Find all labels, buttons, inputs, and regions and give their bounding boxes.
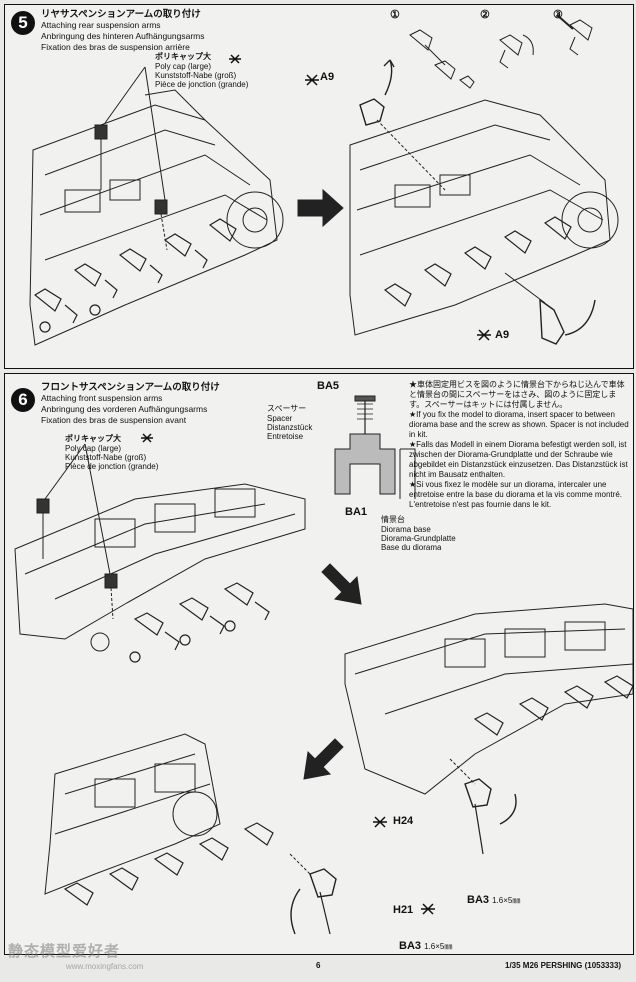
ba3-right-size: 1.6×5㎜ — [492, 896, 521, 905]
base-label-de: Diorama-Grundplatte — [381, 534, 456, 543]
step-title: リヤサスペンションアームの取り付け Attaching rear suspens… — [41, 9, 205, 53]
spacer-label-fr: Entretoise — [267, 432, 304, 441]
watermark-url: www.moxingfans.com — [66, 962, 144, 971]
cutter-icon — [305, 74, 319, 86]
note-en: ★If you fix the model to diorama, insert… — [409, 410, 629, 439]
title-de: Anbringung des vorderen Aufhängungsarms — [41, 404, 208, 414]
step-number: 5 — [11, 11, 35, 35]
arrow-diagonal-icon — [321, 563, 362, 605]
arrow-right-icon — [297, 188, 344, 228]
step-6-panel: 6 フロントサスペンションアームの取り付け Attaching front su… — [4, 373, 634, 955]
part-label-a9-top: A9 — [320, 71, 335, 83]
watermark-site: 静态模型爱好者 — [8, 943, 121, 960]
substep-1: ① — [390, 9, 400, 21]
part-label-h24: H24 — [393, 815, 414, 827]
title-fr: Fixation des bras de suspension arrière — [41, 42, 190, 52]
title-en: Attaching rear suspension arms — [41, 20, 161, 30]
polycap-label-fr: Pièce de jonction (grande) — [65, 462, 159, 471]
part-label-h21: H21 — [393, 904, 414, 916]
polycap-label-de: Kunststoff-Nabe (groß) — [155, 71, 237, 80]
part-label-ba1: BA1 — [345, 506, 368, 518]
diorama-note: ★車体固定用ビスを図のように情景台下からねじ込んで車体と情景台の間にスペーサーを… — [409, 380, 629, 510]
cutter-icon — [477, 329, 491, 341]
substep-2: ② — [480, 9, 490, 21]
title-jp: フロントサスペンションアームの取り付け — [41, 382, 220, 393]
cutter-icon — [229, 54, 241, 64]
title-jp: リヤサスペンションアームの取り付け — [41, 9, 201, 20]
part-label-ba5: BA5 — [317, 380, 340, 392]
step-title: フロントサスペンションアームの取り付け Attaching front susp… — [41, 382, 220, 426]
polycap-label-de: Kunststoff-Nabe (groß) — [65, 453, 147, 462]
product-code: 1/35 M26 PERSHING (1053333) — [505, 961, 622, 970]
base-label-jp: 情景台 — [381, 515, 405, 524]
cutter-icon — [421, 903, 435, 915]
cutter-icon — [373, 816, 387, 828]
base-label-en: Diorama base — [381, 525, 431, 534]
title-de: Anbringung des hinteren Aufhängungsarms — [41, 31, 205, 41]
substep-3: ③ — [553, 9, 563, 21]
step-6-illustration — [14, 395, 633, 935]
note-fr: ★Si vous fixez le modèle sur un diorama,… — [409, 480, 622, 509]
part-label-ba3-bottom: BA3 1.6×5㎜ — [399, 940, 452, 952]
cutter-icon — [141, 433, 153, 443]
ba3-bottom-name: BA3 — [399, 940, 422, 952]
arrow-diagonal-icon — [303, 738, 344, 780]
title-en: Attaching front suspension arms — [41, 393, 163, 403]
part-label-a9-bottom: A9 — [495, 329, 510, 341]
polycap-label-fr: Pièce de jonction (grande) — [155, 80, 249, 89]
step-5-illustration — [29, 14, 619, 346]
spacer-label-jp: スペーサー — [267, 404, 307, 413]
polycap-label-jp: ポリキャップ大 — [65, 434, 121, 443]
ba3-right-name: BA3 — [467, 894, 490, 906]
note-de: ★Falls das Modell in einem Diorama befes… — [409, 440, 628, 479]
spacer-label-de: Distanzstück — [267, 423, 313, 432]
polycap-label-jp: ポリキャップ大 — [155, 52, 211, 61]
note-jp: ★車体固定用ビスを図のように情景台下からねじ込んで車体と情景台の間にスペーサーを… — [409, 380, 625, 409]
step-5-panel: 5 リヤサスペンションアームの取り付け Attaching rear suspe… — [4, 4, 634, 369]
base-label-fr: Base du diorama — [381, 543, 442, 552]
title-fr: Fixation des bras de suspension avant — [41, 415, 187, 425]
spacer-label-en: Spacer — [267, 414, 293, 423]
page-number: 6 — [316, 961, 321, 970]
polycap-label-en: Poly cap (large) — [155, 62, 212, 71]
part-label-ba3-right: BA3 1.6×5㎜ — [467, 894, 520, 906]
step-number: 6 — [11, 388, 35, 412]
polycap-label-en: Poly cap (large) — [65, 444, 122, 453]
ba3-bottom-size: 1.6×5㎜ — [424, 942, 453, 951]
